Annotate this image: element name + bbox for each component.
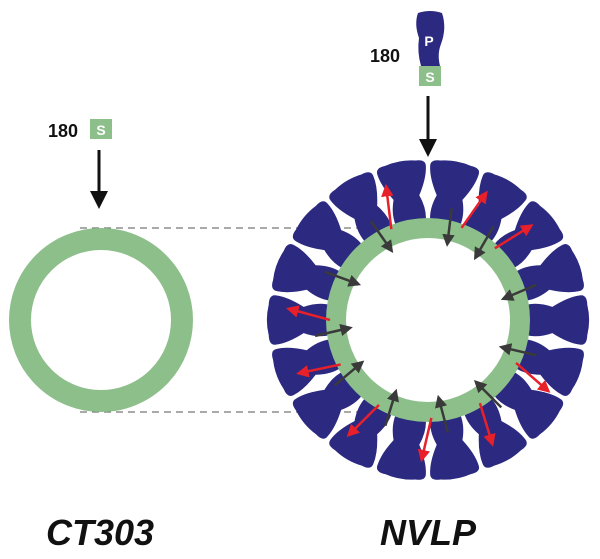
nvlp-caption: NVLP xyxy=(380,512,477,553)
outward-arrow xyxy=(381,183,394,230)
nvlp-p-domain-shape xyxy=(416,11,445,66)
ct303-s-domain-box xyxy=(90,119,112,139)
nvlp-arrow-group xyxy=(286,183,551,463)
nvlp-s-domain-label: S xyxy=(425,69,434,85)
nvlp-s-domain-box xyxy=(419,66,441,86)
nvlp-panel: 180 P S NVLP xyxy=(266,11,590,553)
inward-arrow xyxy=(369,220,394,253)
inward-arrow xyxy=(333,360,365,387)
nvlp-shell-ring xyxy=(326,218,530,422)
inward-arrow xyxy=(473,379,503,409)
outward-arrow xyxy=(286,305,331,322)
outward-arrow xyxy=(460,190,488,229)
outward-arrow xyxy=(296,363,341,378)
nvlp-p-domain-label: P xyxy=(424,33,433,49)
outward-arrow xyxy=(515,362,551,393)
inward-arrow xyxy=(442,208,455,247)
nvlp-protrusion xyxy=(376,414,426,480)
nvlp-protrusion xyxy=(376,160,426,226)
inward-arrow xyxy=(498,343,537,357)
outward-arrow xyxy=(346,403,380,437)
inward-arrow xyxy=(435,394,450,433)
nvlp-protrusion xyxy=(292,201,363,269)
nvlp-protrusion xyxy=(493,371,564,439)
outward-arrow xyxy=(478,402,496,447)
inward-arrow xyxy=(474,225,495,261)
nvlp-protrusion xyxy=(430,160,480,226)
ct303-caption: CT303 xyxy=(46,512,154,553)
nvlp-protrusion xyxy=(430,414,480,480)
nvlp-protrusion xyxy=(526,295,590,345)
ct303-s-domain-label: S xyxy=(96,122,105,138)
ct303-panel: 180 S CT303 xyxy=(9,119,193,553)
nvlp-count-label: 180 xyxy=(370,46,400,66)
nvlp-protrusion xyxy=(272,243,341,301)
inward-arrow xyxy=(324,270,362,287)
nvlp-protrusion xyxy=(464,172,527,243)
nvlp-protrusion xyxy=(464,397,527,468)
inward-arrow xyxy=(314,323,353,338)
nvlp-protrusion xyxy=(329,397,392,468)
ct303-count-label: 180 xyxy=(48,121,78,141)
nvlp-protrusion xyxy=(266,295,330,345)
nvlp-protrusion xyxy=(292,371,363,439)
outward-arrow xyxy=(494,224,534,250)
outward-arrow xyxy=(417,417,433,463)
inward-arrow xyxy=(384,388,399,427)
inward-arrow xyxy=(500,283,537,301)
ct303-shell-ring xyxy=(9,228,193,412)
nvlp-protrusion xyxy=(329,172,392,243)
